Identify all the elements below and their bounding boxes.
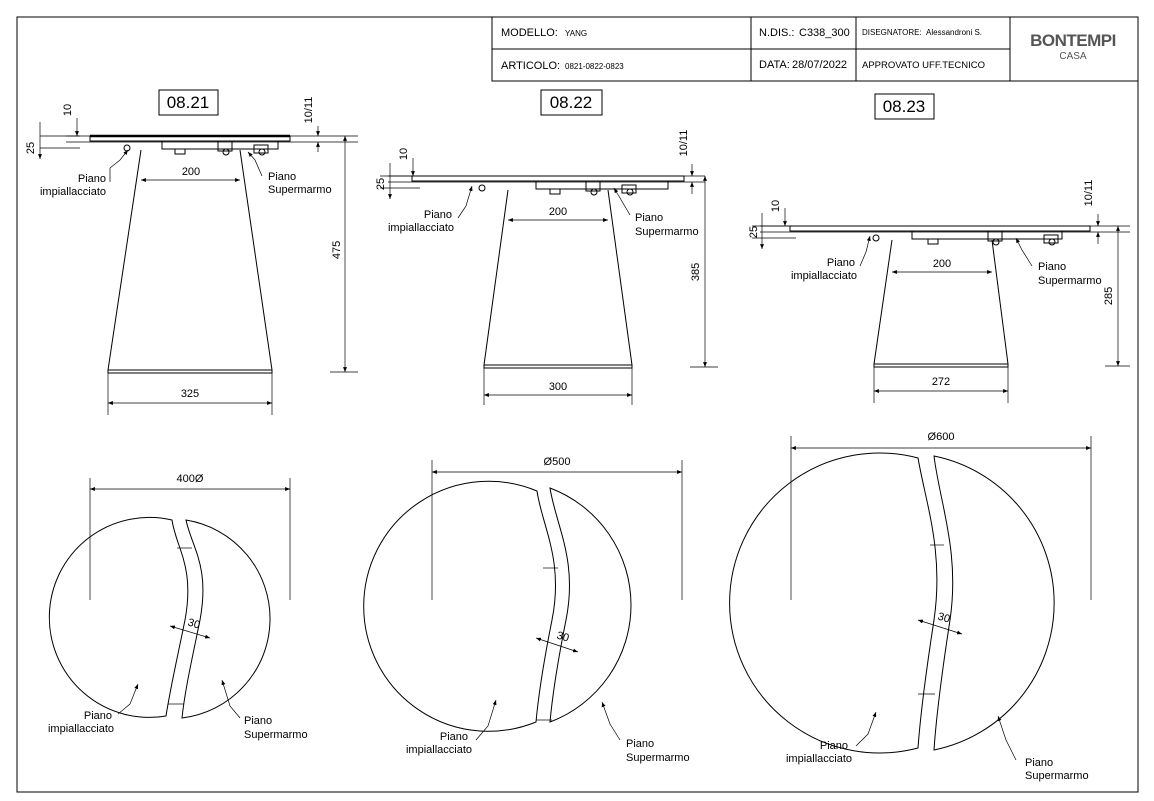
dim-height: 285 xyxy=(1103,287,1115,305)
ndis-label: N.DIS.: xyxy=(759,27,794,39)
dim-height: 475 xyxy=(331,241,343,259)
dim-diameter: 400Ø xyxy=(177,473,204,485)
callout-piano: Piano xyxy=(1025,757,1053,769)
callout-impiallacciato: impiallacciato xyxy=(406,744,472,756)
side-view-0823: 08.23 25 10 10/11 200 285 272 Piano xyxy=(748,93,1130,403)
callout-piano: Piano xyxy=(827,257,855,269)
callout-piano: Piano xyxy=(84,710,112,722)
title-block: MODELLO: YANG N.DIS.: C338_300 DISEGNATO… xyxy=(491,16,1139,82)
disegnatore-label: DISEGNATORE: xyxy=(862,28,922,37)
dim-top: 10 xyxy=(398,148,410,160)
brand-logo-sub: CASA xyxy=(1059,51,1087,62)
callout-impiallacciato: impiallacciato xyxy=(791,270,857,282)
dim-base-width: 272 xyxy=(932,376,950,388)
top-view-0821: 400Ø 30 Piano impiallacciato Piano Super… xyxy=(48,473,308,741)
data-value: 28/07/2022 xyxy=(792,59,847,71)
dim-side: 10/11 xyxy=(303,97,315,124)
callout-impiallacciato: impiallacciato xyxy=(786,753,852,765)
dim-base-width: 300 xyxy=(549,381,567,393)
dim-top: 10 xyxy=(62,104,74,116)
ndis-value: C338_300 xyxy=(799,27,850,39)
callout-piano: Piano xyxy=(1038,261,1066,273)
dim-diameter: Ø600 xyxy=(928,431,955,443)
articolo-label: ARTICOLO: xyxy=(501,60,560,72)
top-view-0822: Ø500 30 Piano impiallacciato Piano Super… xyxy=(363,456,690,764)
callout-supermarmo: Supermarmo xyxy=(635,226,699,238)
model-code: 08.22 xyxy=(550,93,593,112)
callout-piano: Piano xyxy=(820,740,848,752)
dim-thickness: 25 xyxy=(25,142,37,154)
data-label: DATA: xyxy=(759,59,790,71)
callout-impiallacciato: impiallacciato xyxy=(388,222,454,234)
dim-top: 10 xyxy=(770,200,782,212)
callout-piano: Piano xyxy=(626,738,654,750)
dim-gap: 30 xyxy=(186,617,201,632)
callout-piano: Piano xyxy=(268,171,296,183)
brand-logo: BONTEMPI xyxy=(1030,31,1116,50)
callout-supermarmo: Supermarmo xyxy=(626,752,690,764)
model-code: 08.23 xyxy=(883,97,926,116)
callout-supermarmo: Supermarmo xyxy=(244,729,308,741)
side-view-0822: 08.22 25 10 10/11 200 385 300 Piano xyxy=(375,89,718,405)
disegnatore-value: Alessandroni S. xyxy=(926,28,982,37)
dim-gap: 30 xyxy=(555,630,570,645)
side-view-0821: 08.21 25 10 10/11 200 475 xyxy=(25,89,358,415)
dim-side: 10/11 xyxy=(678,130,690,157)
callout-piano: Piano xyxy=(440,731,468,743)
callout-impiallacciato: impiallacciato xyxy=(48,723,114,735)
callout-piano: Piano xyxy=(78,173,106,185)
callout-piano: Piano xyxy=(635,212,663,224)
modello-value: YANG xyxy=(565,29,587,38)
sheet-border xyxy=(16,16,1139,793)
callout-piano: Piano xyxy=(424,209,452,221)
dim-side: 10/11 xyxy=(1083,180,1095,207)
dim-thickness: 25 xyxy=(375,178,387,190)
dim-column-width: 200 xyxy=(549,206,567,218)
modello-label: MODELLO: xyxy=(501,27,558,39)
dim-column-width: 200 xyxy=(933,258,951,270)
approvato-label: APPROVATO UFF.TECNICO xyxy=(862,60,985,71)
dim-diameter: Ø500 xyxy=(544,456,571,468)
callout-piano: Piano xyxy=(244,715,272,727)
articolo-value: 0821-0822-0823 xyxy=(565,62,624,71)
model-code: 08.21 xyxy=(167,93,210,112)
dim-column-width: 200 xyxy=(182,166,200,178)
callout-supermarmo: Supermarmo xyxy=(268,184,332,196)
callout-supermarmo: Supermarmo xyxy=(1038,275,1102,287)
dim-thickness: 25 xyxy=(748,226,760,238)
top-view-0823: Ø600 30 Piano impiallacciato Piano Super… xyxy=(729,431,1092,782)
dim-gap: 30 xyxy=(936,611,951,626)
dim-height: 385 xyxy=(690,263,702,281)
callout-impiallacciato: impiallacciato xyxy=(40,186,106,198)
dim-base-width: 325 xyxy=(181,388,199,400)
callout-supermarmo: Supermarmo xyxy=(1025,770,1089,782)
